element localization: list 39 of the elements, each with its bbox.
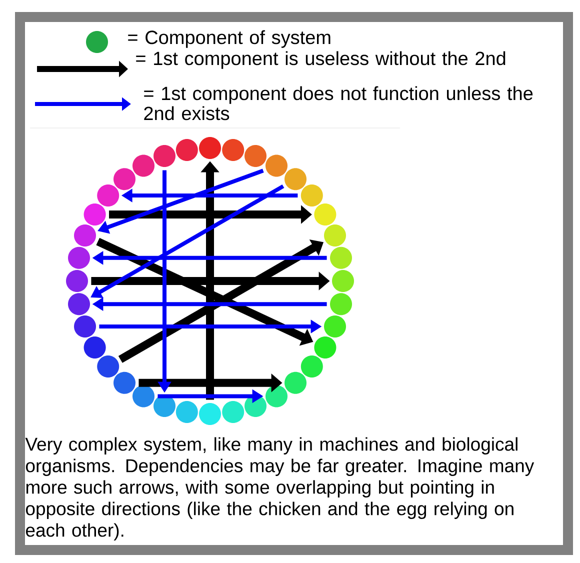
legend-text: = 1st component does not function unless the 2nd exists xyxy=(144,86,533,120)
component-dot xyxy=(199,137,221,159)
component-dot xyxy=(66,270,88,292)
component-dot xyxy=(176,139,198,161)
component-dot xyxy=(176,401,198,423)
legend-text: = 1st component is useless without the 2nd xyxy=(136,51,506,69)
component-dot xyxy=(330,246,352,269)
component-dot xyxy=(68,293,90,316)
component-dot xyxy=(222,401,244,423)
component-dot xyxy=(284,372,306,394)
component-dot xyxy=(132,154,154,177)
caption: Very complex system, like many in machines and biological organisms. Dependencies may be far greater. Imagine many more such arrows, with some overlapping but pointing in opposite directions (like the chicken and the egg relying on each other). xyxy=(25,437,534,540)
component-dot xyxy=(300,184,323,206)
component-dot xyxy=(330,293,352,316)
component-dot xyxy=(68,246,90,269)
component-dot xyxy=(97,184,120,206)
component-dot xyxy=(266,154,288,177)
component-dot xyxy=(332,270,354,292)
component-dot xyxy=(222,139,244,161)
component-dot xyxy=(154,395,176,417)
component-dot xyxy=(324,224,346,246)
component-dot xyxy=(199,403,221,425)
component-dot xyxy=(132,385,154,408)
component-dot xyxy=(74,316,96,338)
component-dot xyxy=(314,204,336,226)
component-dot xyxy=(314,336,336,358)
component-dot xyxy=(84,336,106,358)
component-dot xyxy=(244,145,266,167)
component-dot xyxy=(97,356,120,378)
component-dot xyxy=(84,204,106,226)
component-dot xyxy=(266,385,288,408)
component-dot xyxy=(74,224,96,246)
component-dot xyxy=(284,168,306,190)
legend-text: = Component of system xyxy=(128,30,330,48)
component-dot xyxy=(114,372,136,394)
component-dot xyxy=(300,356,323,378)
component-dot xyxy=(114,168,136,190)
component-dot xyxy=(154,145,176,167)
component-dot xyxy=(324,316,346,338)
